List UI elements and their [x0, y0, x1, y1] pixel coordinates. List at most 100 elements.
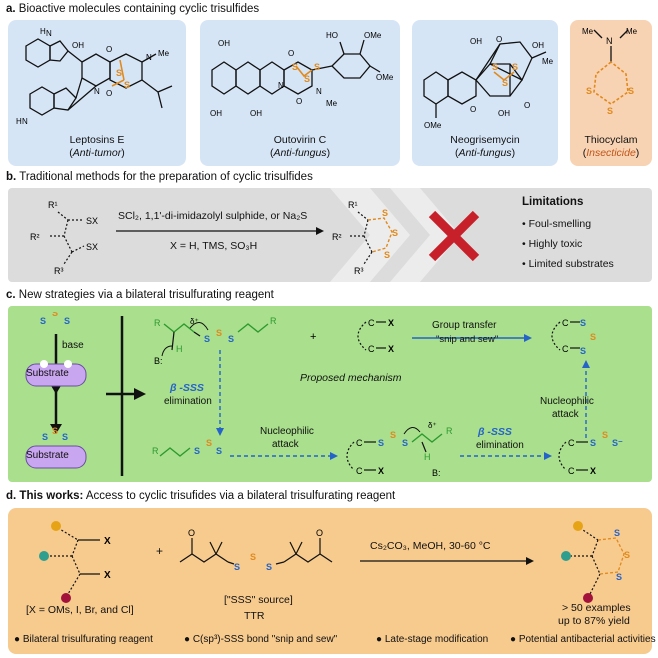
- trisulfide-product-structure: R¹ R² R³ S S S: [332, 200, 398, 276]
- svg-text:Me: Me: [542, 57, 554, 66]
- svg-text:S: S: [512, 62, 518, 72]
- svg-text:S: S: [40, 316, 46, 326]
- yield-label: up to 87% yield: [558, 615, 630, 627]
- svg-text:S: S: [52, 426, 58, 436]
- svg-text:S: S: [234, 562, 240, 572]
- svg-text:N: N: [278, 81, 284, 90]
- examples-count: > 50 examples: [562, 602, 631, 614]
- svg-text:R²: R²: [30, 232, 40, 242]
- ttr-reagent-structure: O O S S S: [179, 528, 333, 572]
- svg-text:Me: Me: [326, 99, 338, 108]
- svg-text:N: N: [316, 87, 322, 96]
- svg-text:S: S: [194, 446, 200, 456]
- svg-text:OH: OH: [210, 109, 222, 118]
- svg-text:S: S: [590, 438, 596, 448]
- svg-text:R²: R²: [332, 232, 342, 242]
- svg-text:HO: HO: [326, 31, 338, 40]
- svg-text:S: S: [304, 74, 310, 84]
- svg-text:SX: SX: [86, 216, 98, 226]
- svg-text:S: S: [266, 562, 272, 572]
- svg-text:OH: OH: [218, 39, 230, 48]
- svg-text:C: C: [562, 318, 569, 328]
- svg-text:C: C: [368, 344, 375, 354]
- svg-text:Me: Me: [158, 49, 170, 58]
- limitation-item: • Limited substrates: [522, 258, 614, 270]
- svg-text:C: C: [368, 318, 375, 328]
- svg-text:S: S: [314, 62, 320, 72]
- dithiol-structure: R¹ SX R² SX R³: [30, 200, 98, 276]
- svg-text:S: S: [204, 334, 210, 344]
- svg-text:C: C: [356, 466, 363, 476]
- svg-text:O: O: [470, 105, 476, 114]
- svg-text:OH: OH: [498, 109, 510, 118]
- thiocyclam-structure: N Me Me S S S: [582, 27, 638, 116]
- bilateral-strategy-scheme: S S S S S S: [25, 312, 146, 476]
- leptosin-structure: S S N H OH O N Me O N N H: [16, 27, 173, 126]
- svg-text:X: X: [104, 536, 111, 547]
- svg-text:S: S: [250, 552, 256, 562]
- svg-text:C: C: [562, 344, 569, 354]
- nucleophilic-attack-label-2: attack: [552, 409, 579, 420]
- nucleophilic-attack-label-2: Nucleophilic: [540, 396, 594, 407]
- svg-text:R¹: R¹: [48, 200, 58, 210]
- outovirin-structure: S S S OH OH OH N O O N Me HO OMe OMe: [210, 31, 394, 118]
- section-d-panel: [8, 508, 652, 654]
- svg-text:S: S: [228, 334, 234, 344]
- svg-text:S: S: [586, 86, 592, 96]
- svg-text:S: S: [614, 528, 620, 538]
- feature-item: ● C(sp³)-SSS bond "snip and sew": [184, 634, 338, 645]
- svg-text:R: R: [152, 446, 159, 456]
- svg-text:S: S: [602, 430, 608, 440]
- svg-text:O: O: [296, 97, 302, 106]
- svg-text:OMe: OMe: [364, 31, 382, 40]
- svg-text:S: S: [402, 438, 408, 448]
- svg-text:OH: OH: [72, 41, 84, 50]
- svg-text:R³: R³: [354, 266, 364, 276]
- svg-text:O: O: [316, 528, 323, 538]
- svg-text:N: N: [606, 36, 613, 46]
- svg-text:S: S: [607, 106, 613, 116]
- group-transfer-label: Group transfer: [432, 320, 497, 331]
- svg-text:C: C: [568, 438, 575, 448]
- svg-text:S: S: [580, 318, 586, 328]
- svg-text:C: C: [356, 438, 363, 448]
- thiocyclam-panel: [570, 20, 652, 166]
- beta-sss-label: β -SSS: [170, 382, 204, 394]
- svg-text:O: O: [106, 89, 112, 98]
- elimination-label-2: elimination: [476, 440, 524, 451]
- substrate-label: Substrate: [26, 368, 69, 379]
- svg-text:S: S: [590, 332, 596, 342]
- svg-text:OH: OH: [470, 37, 482, 46]
- svg-text:X: X: [388, 344, 394, 354]
- svg-text:R: R: [270, 316, 277, 326]
- chevron-decoration: [330, 188, 460, 282]
- leptosin-caption: Leptosins E (Anti-tumor): [69, 134, 125, 159]
- svg-text:S: S: [492, 62, 498, 72]
- svg-text:OMe: OMe: [424, 121, 442, 130]
- svg-text:N: N: [22, 117, 28, 126]
- svg-text:S: S: [624, 550, 630, 560]
- svg-text:S: S: [384, 250, 390, 260]
- plus-sign: +: [156, 544, 164, 558]
- svg-text:S: S: [502, 78, 508, 88]
- elimination-label: elimination: [164, 396, 212, 407]
- section-c-title: c. New strategies via a bilateral trisul…: [6, 289, 274, 301]
- svg-text:S: S: [116, 68, 122, 78]
- svg-text:S: S: [580, 346, 586, 356]
- svg-text:H: H: [176, 344, 183, 354]
- svg-text:R: R: [154, 318, 161, 328]
- svg-text:OH: OH: [250, 109, 262, 118]
- svg-text:R: R: [446, 426, 453, 436]
- neogrisemycin-structure: S S S OH O OH Me O OH O OMe: [423, 35, 554, 130]
- svg-text:S: S: [292, 62, 298, 72]
- neogrisemycin-panel: [412, 20, 558, 166]
- svg-text:S: S: [206, 438, 212, 448]
- svg-text:S: S: [216, 328, 222, 338]
- beta-sss-label-2: β -SSS: [478, 426, 512, 438]
- svg-text:N: N: [46, 29, 52, 38]
- svg-text:S: S: [382, 208, 388, 218]
- cyclic-trisulfide-product: S S S: [561, 521, 630, 603]
- svg-text:OH: OH: [532, 41, 544, 50]
- feature-item: ● Late-stage modification: [376, 634, 489, 645]
- reaction-arrow: [360, 557, 534, 565]
